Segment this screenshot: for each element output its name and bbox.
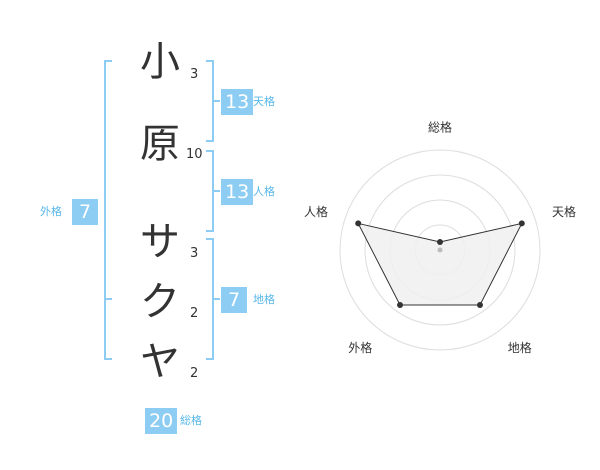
soukaku-label: 総格 xyxy=(180,414,202,427)
radar-point xyxy=(476,302,483,309)
gaikaku-inner-tick xyxy=(104,298,112,300)
stroke-count-1: 3 xyxy=(190,67,199,82)
chikaku-value-badge: 7 xyxy=(221,287,247,313)
radar-axis-label: 地格 xyxy=(508,340,532,355)
radar-point xyxy=(518,220,525,227)
name-char-2: 原 xyxy=(140,121,180,167)
radar-point xyxy=(437,239,443,245)
tenkaku-connector xyxy=(214,100,220,102)
radar-axis-label: 総格 xyxy=(428,120,452,135)
soukaku-value-badge: 20 xyxy=(145,408,178,434)
gaikaku-label: 外格 xyxy=(40,205,62,218)
name-char-1: 小 xyxy=(140,39,180,85)
gaikaku-bracket xyxy=(104,60,112,360)
jinkaku-bracket xyxy=(206,150,214,232)
jinkaku-connector xyxy=(214,190,220,192)
radar-point xyxy=(355,220,362,227)
radar-axis-label: 天格 xyxy=(552,204,576,219)
radar-axis-label: 人格 xyxy=(304,204,328,219)
gaikaku-value-badge: 7 xyxy=(72,199,98,225)
tenkaku-bracket xyxy=(206,60,214,142)
chikaku-connector xyxy=(214,298,220,300)
stroke-count-2: 10 xyxy=(186,147,203,162)
radar-grid-ring xyxy=(364,174,516,326)
radar-axis-label: 外格 xyxy=(348,340,372,355)
name-char-5: ヤ xyxy=(140,339,180,385)
stroke-count-3: 3 xyxy=(190,246,199,261)
name-char-4: ク xyxy=(140,279,180,325)
tenkaku-value-badge: 13 xyxy=(221,89,254,115)
tenkaku-label: 天格 xyxy=(253,95,275,108)
stroke-count-5: 2 xyxy=(190,366,199,381)
stroke-count-4: 2 xyxy=(190,306,199,321)
chikaku-bracket xyxy=(206,238,214,360)
radar-area xyxy=(357,222,523,306)
jinkaku-label: 人格 xyxy=(253,185,275,198)
chikaku-label: 地格 xyxy=(253,293,275,306)
jinkaku-value-badge: 13 xyxy=(221,179,254,205)
radar-point xyxy=(397,302,404,309)
name-char-3: サ xyxy=(140,219,180,265)
radar-center-point xyxy=(437,247,443,253)
radar-grid-ring xyxy=(339,149,541,351)
